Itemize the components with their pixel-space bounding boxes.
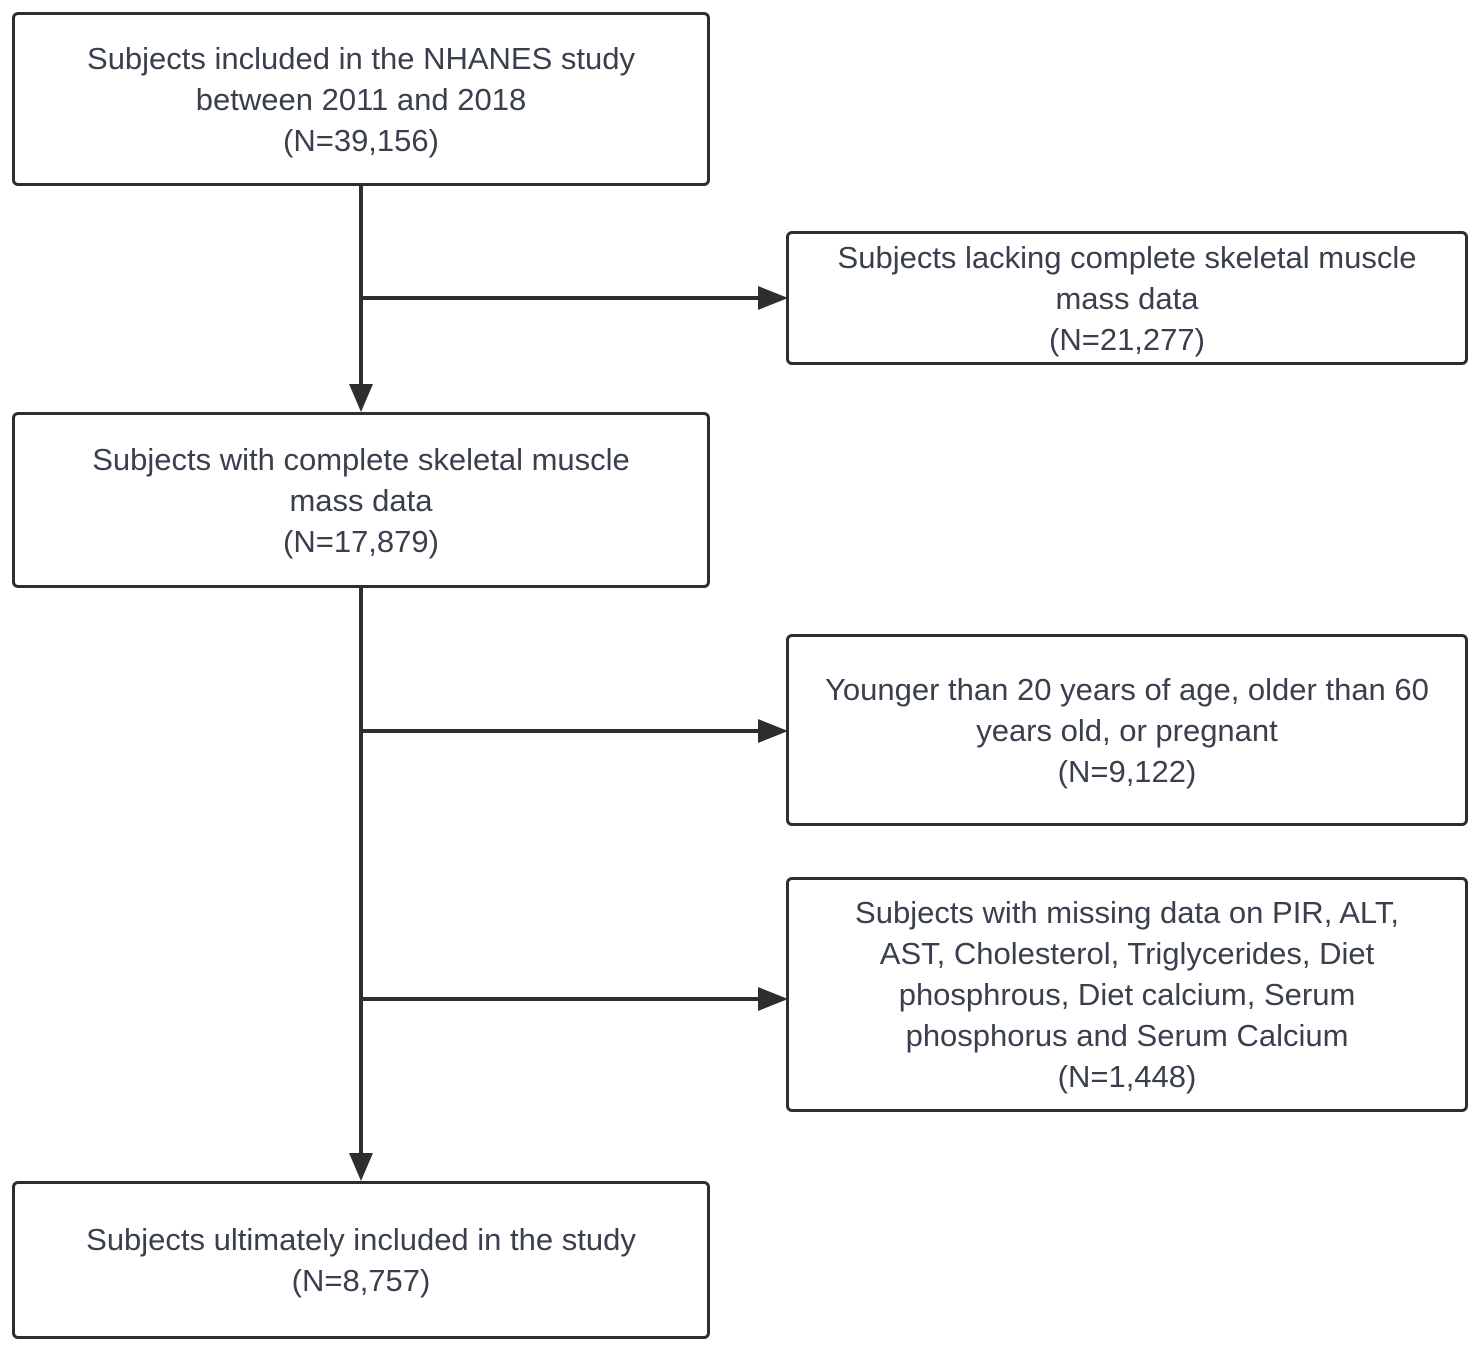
complete-muscle-box: Subjects with complete skeletal muscle m… [12, 412, 710, 588]
excluded-muscle-line-1: Subjects lacking complete skeletal muscl… [837, 239, 1417, 275]
arrowhead-total-to-complete [349, 384, 373, 412]
excluded-missing-count: (N=1,448) [1057, 1059, 1197, 1094]
excluded-age-box: Younger than 20 years of age, older than… [786, 634, 1468, 826]
excluded-age-line-1: Younger than 20 years of age, older than… [825, 671, 1429, 707]
excluded-missing-box: Subjects with missing data on PIR, ALT, … [786, 877, 1468, 1112]
excluded-missing-line-1: Subjects with missing data on PIR, ALT, [855, 895, 1399, 930]
arrowhead-to-excluded-age [758, 719, 788, 743]
excluded-missing-line-4: phosphorus and Serum Calcium [905, 1018, 1349, 1053]
excluded-muscle-line-2: mass data [1055, 280, 1199, 316]
excluded-age-line-2: years old, or pregnant [976, 712, 1278, 748]
arrowhead-to-excluded-muscle [758, 286, 788, 310]
final-included-line-1: Subjects ultimately included in the stud… [86, 1222, 636, 1257]
complete-muscle-count: (N=17,879) [283, 523, 439, 559]
complete-muscle-line-2: mass data [289, 482, 433, 518]
arrowhead-to-excluded-missing [758, 987, 788, 1011]
total-subjects-line-1: Subjects included in the NHANES study [87, 40, 635, 76]
arrowhead-complete-to-final [349, 1153, 373, 1181]
excluded-muscle-count: (N=21,277) [1049, 321, 1205, 357]
excluded-missing-line-3: phosphrous, Diet calcium, Serum [898, 977, 1356, 1012]
excluded-muscle-box: Subjects lacking complete skeletal muscl… [786, 231, 1468, 365]
total-subjects-box: Subjects included in the NHANES study be… [12, 12, 710, 186]
excluded-missing-line-2: AST, Cholesterol, Triglycerides, Diet [879, 936, 1375, 971]
final-included-count: (N=8,757) [291, 1263, 431, 1298]
excluded-age-count: (N=9,122) [1057, 753, 1197, 789]
total-subjects-count: (N=39,156) [283, 122, 439, 158]
final-included-box: Subjects ultimately included in the stud… [12, 1181, 710, 1339]
total-subjects-line-2: between 2011 and 2018 [195, 81, 527, 117]
complete-muscle-line-1: Subjects with complete skeletal muscle [92, 441, 630, 477]
